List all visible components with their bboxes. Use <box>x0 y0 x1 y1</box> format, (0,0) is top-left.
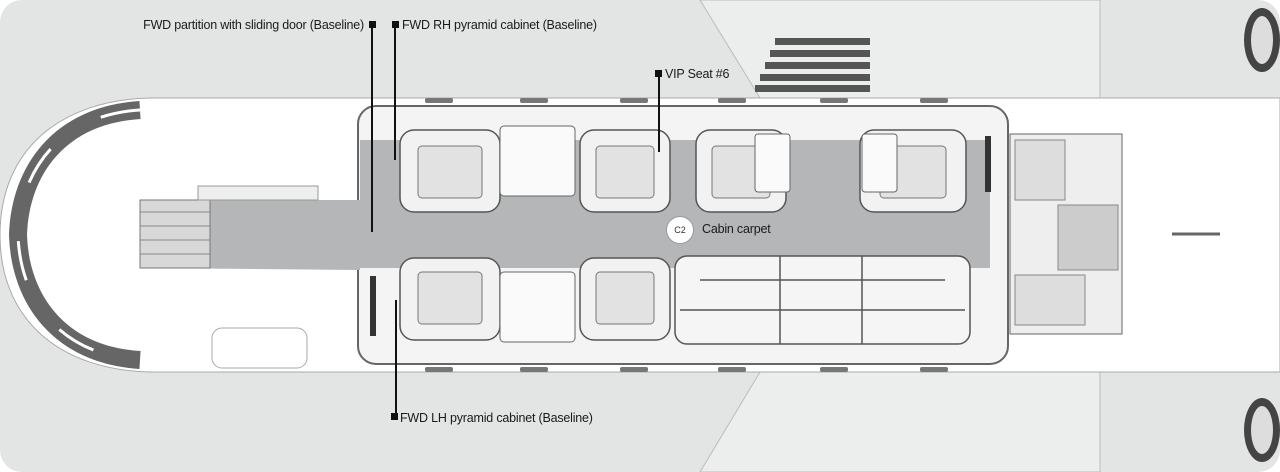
callout-fwd-lh-cabinet: FWD LH pyramid cabinet (Baseline) <box>400 411 593 425</box>
wing-walkway-stripes <box>755 38 870 92</box>
lower-wing <box>699 371 1101 472</box>
callout-leader-line <box>394 24 396 160</box>
entry-door <box>197 185 319 201</box>
cockpit-windows <box>8 101 141 369</box>
callout-leader-line <box>395 300 397 418</box>
callout-leader-line <box>658 74 660 152</box>
callout-fwd-partition: FWD partition with sliding door (Baselin… <box>143 18 364 32</box>
callout-marker <box>391 413 398 420</box>
divan <box>674 255 971 345</box>
callout-leader-line <box>371 24 373 232</box>
carpet-code-badge: C2 <box>666 216 694 244</box>
upper-wing <box>699 0 1101 99</box>
baggage-door <box>211 327 308 369</box>
partition-lh <box>370 276 376 336</box>
sink <box>1014 274 1086 326</box>
right-engine <box>1244 8 1280 72</box>
lavatory <box>1009 133 1123 335</box>
callout-fwd-rh-cabinet: FWD RH pyramid cabinet (Baseline) <box>402 18 597 32</box>
callout-marker <box>655 70 662 77</box>
entry-stairs <box>139 199 211 269</box>
callout-vip-seat: VIP Seat #6 <box>665 67 730 81</box>
partition-aft <box>985 136 991 192</box>
left-engine <box>1244 398 1280 462</box>
seat-cushions <box>417 145 947 325</box>
callout-cabin-carpet: Cabin carpet <box>702 222 771 236</box>
tables <box>499 125 898 343</box>
cabin-windows <box>425 98 948 372</box>
